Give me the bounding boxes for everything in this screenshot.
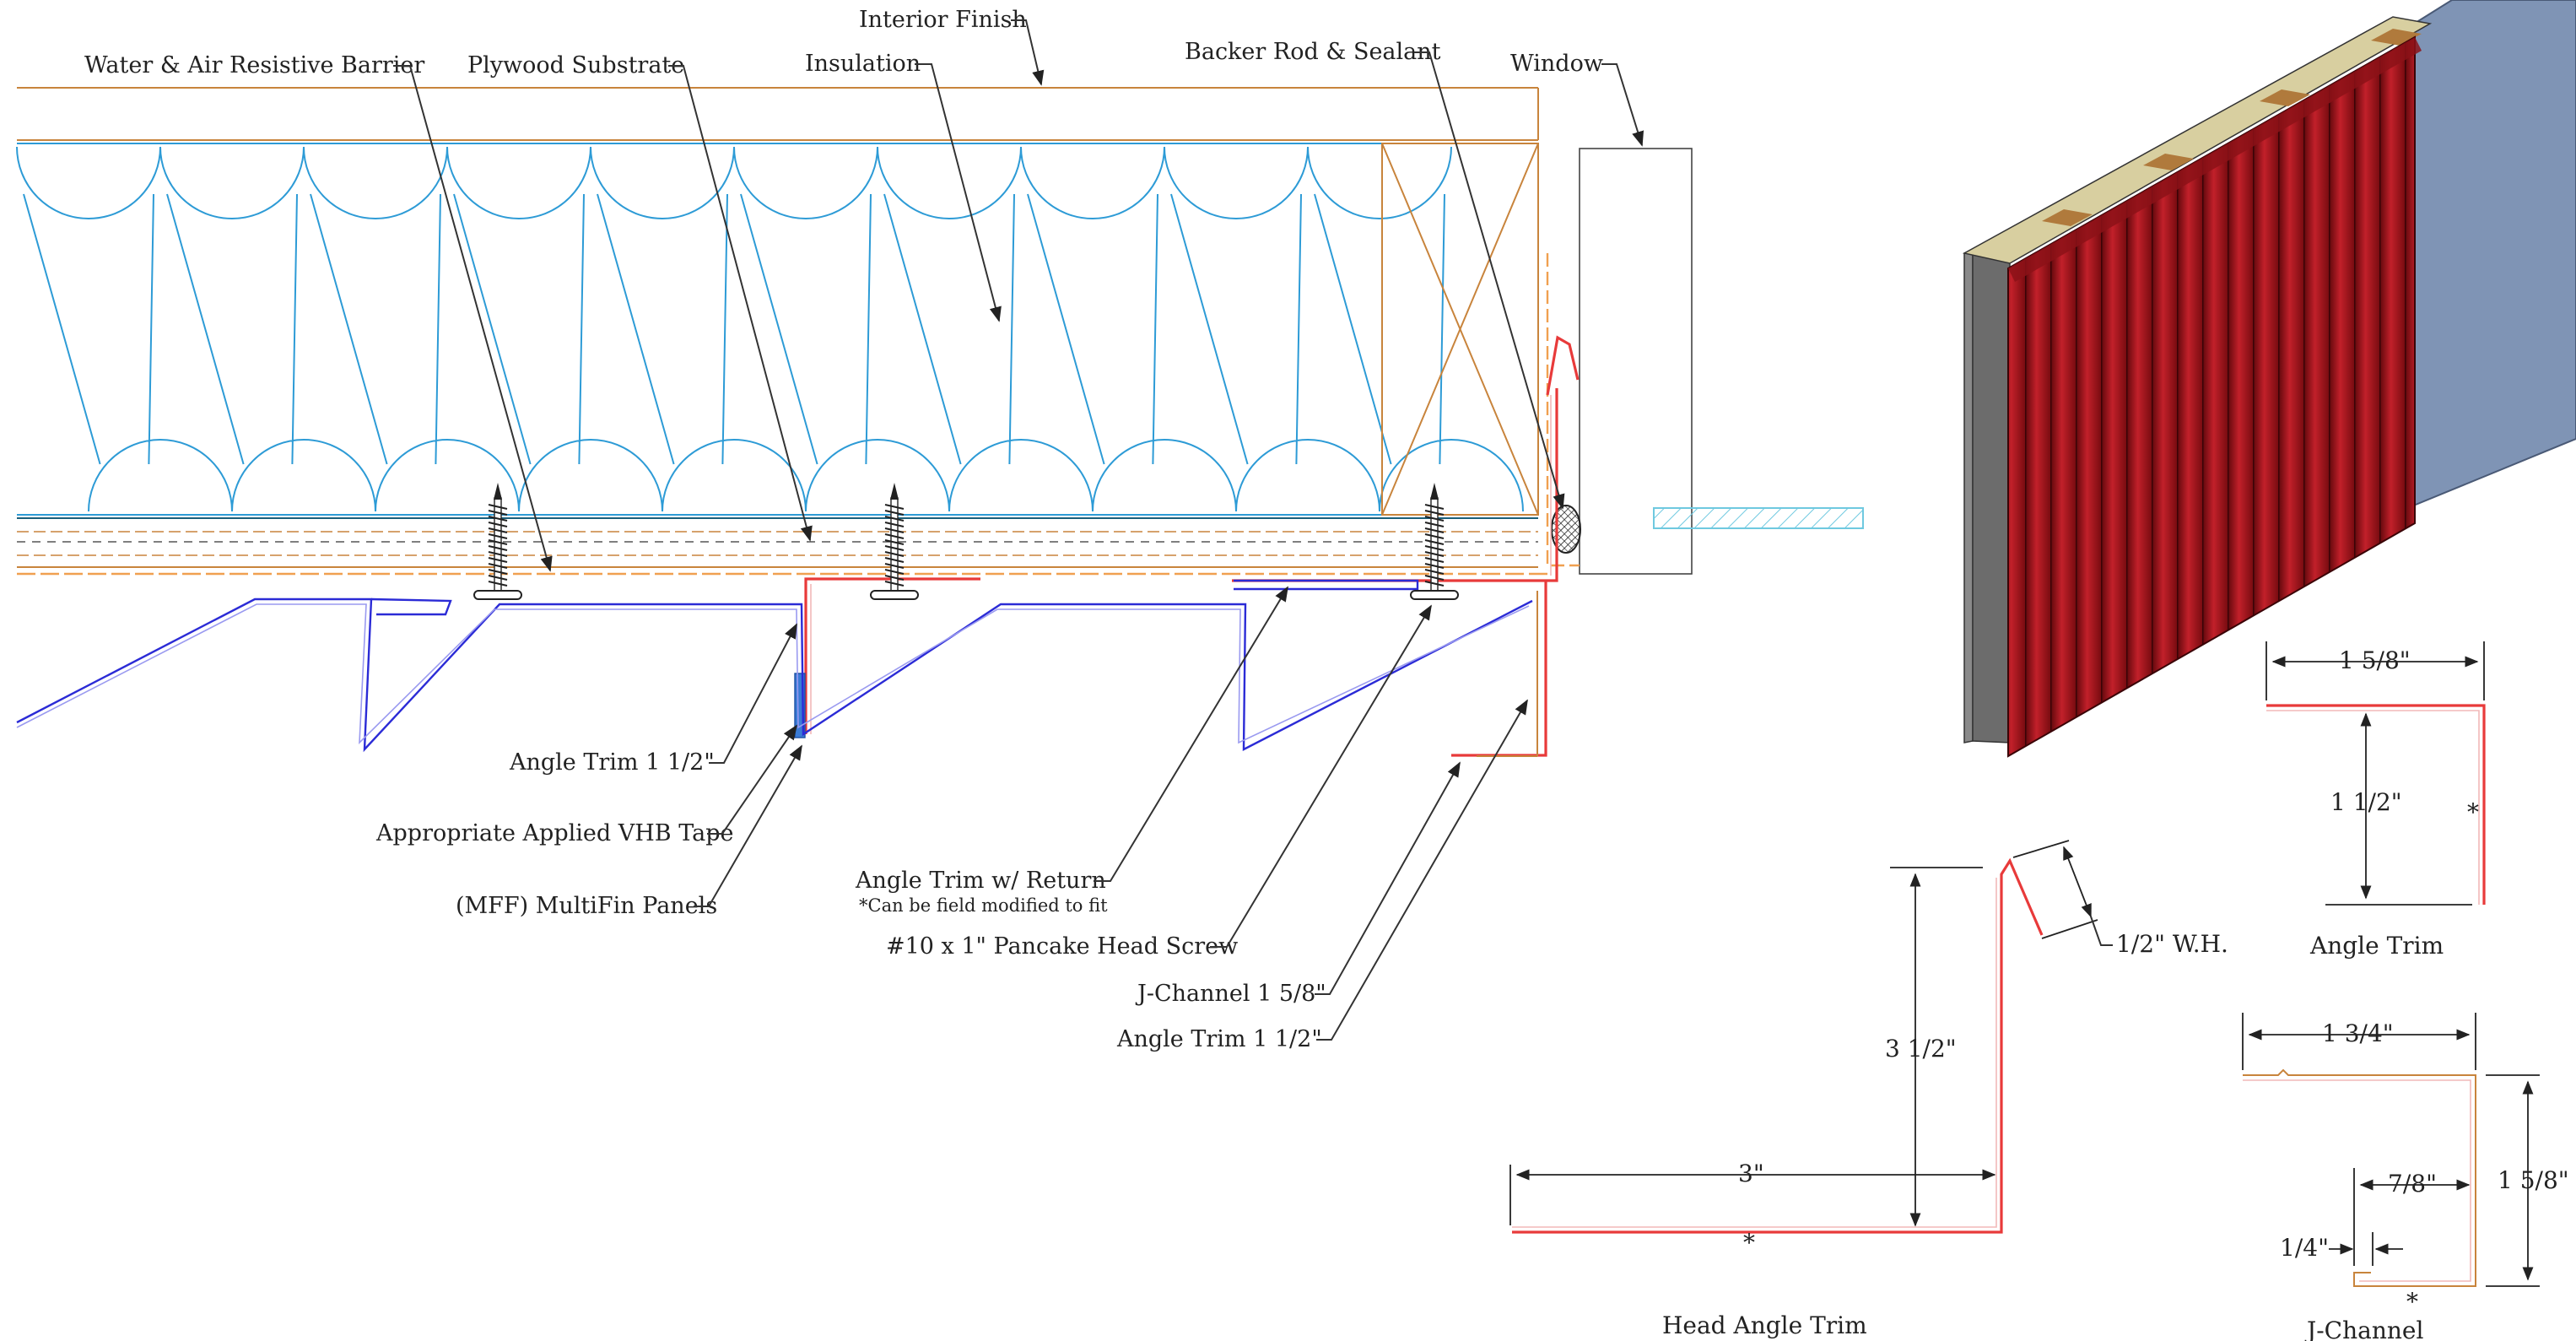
installed-head-trim [1546,335,1580,396]
window-glass [2411,0,2576,508]
dim-jchannel-inner: 7/8" [2388,1170,2437,1198]
label-backer-rod: Backer Rod & Sealant [1185,39,1441,65]
label-multifin-panels: (MFF) MultiFin Panels [456,893,717,919]
detail-j-channel: 1 3/4" 1 5/8" 7/8" 1/4" * J-Channel [2242,1013,2569,1341]
screw-icon [1410,483,1459,600]
label-water-air-barrier: Water & Air Resistive Barrier [84,52,424,78]
backer-rod-sealant [1546,253,1581,567]
multifin-panels [16,579,1533,753]
dim-head-width: 3" [1738,1160,1764,1187]
window-frame [1579,148,1864,575]
label-field-modify-note: *Can be field modified to fit [859,895,1108,916]
dim-angle-height: 1 1/2" [2330,788,2402,816]
dim-head-hem: 1/2" W.H. [2116,930,2228,958]
dim-jchannel-lip: 1/4" [2280,1234,2329,1262]
dim-jchannel-width: 1 3/4" [2322,1019,2394,1047]
dim-head-height: 3 1/2" [1885,1035,1957,1063]
substrate-top [1962,16,2433,264]
label-j-channel-callout: J-Channel 1 5/8" [1135,981,1326,1007]
label-window: Window [1510,51,1603,77]
wall-section [16,87,1864,757]
label-insulation: Insulation [805,51,921,77]
pancake-head-screws [473,483,1459,600]
label-pancake-screw: #10 x 1" Pancake Head Screw [886,933,1238,960]
isometric-panel-view [1962,0,2576,758]
title-j-channel: J-Channel [2304,1317,2423,1341]
label-angle-trim-return: Angle Trim w/ Return [855,868,1106,894]
detail-angle-trim: 1 5/8" 1 1/2" * Angle Trim [2265,641,2486,960]
wood-stud [1381,143,1539,516]
plywood-substrate-layer [17,517,1553,576]
label-angle-trim-callout: Angle Trim 1 1/2" [1116,1026,1322,1052]
installed-trims [794,388,1558,757]
screw-icon [870,483,919,600]
detail-head-angle-trim: 3 1/2" 3" 1/2" W.H. * Head Angle Trim [1509,840,2228,1339]
screw-icon [473,483,522,600]
mark-jchannel: * [2406,1288,2418,1316]
insulation-batt [16,143,1524,516]
dim-jchannel-height: 1 5/8" [2498,1166,2569,1194]
title-angle-trim: Angle Trim [2309,932,2444,960]
label-angle-trim-1-5: Angle Trim 1 1/2" [509,749,715,776]
label-interior-finish: Interior Finish [859,7,1027,33]
callouts: Interior Finish Water & Air Resistive Ba… [84,7,1644,1052]
dim-angle-width: 1 5/8" [2339,646,2411,674]
label-plywood-substrate: Plywood Substrate [467,52,684,78]
label-vhb-tape: Appropriate Applied VHB Tape [375,820,733,846]
title-head-angle-trim: Head Angle Trim [1662,1311,1867,1339]
mark-angle: * [2467,798,2479,826]
mark-head: * [1743,1229,1755,1257]
interior-finish-layer [17,87,1539,141]
